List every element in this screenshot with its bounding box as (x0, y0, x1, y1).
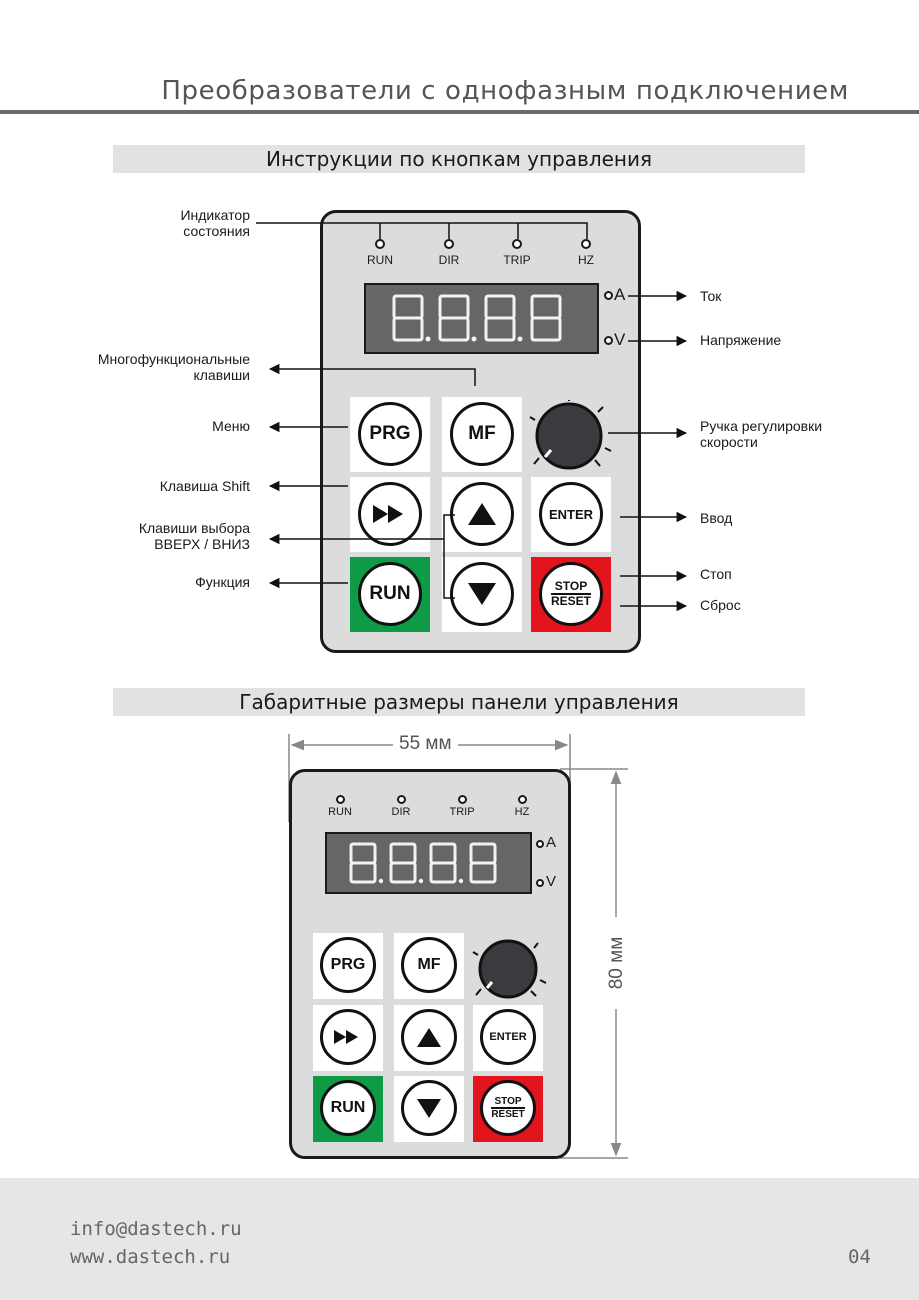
shift-key[interactable] (350, 477, 430, 552)
callout-speed-knob: Ручка регулировки скорости (700, 418, 823, 450)
reset-label: RESET (550, 594, 591, 608)
prg-key[interactable]: PRG (350, 397, 430, 472)
width-dimension-label: 55 мм (393, 733, 458, 755)
down-key[interactable] (442, 557, 522, 632)
small-reset-label: RESET (491, 1109, 525, 1120)
mf-key[interactable]: MF (442, 397, 522, 472)
small-up-key[interactable] (394, 1005, 464, 1071)
small-mf-key[interactable]: MF (394, 933, 464, 999)
unit-a-label: A (614, 285, 626, 304)
callout-multifunction-keys: Многофункциональные клавиши (97, 351, 250, 383)
footer: info@dastech.ru www.dastech.ru 04 (0, 1178, 919, 1300)
small-seven-segment-digits (349, 842, 497, 884)
title-rule (0, 110, 919, 114)
small-unit-a-indicator (536, 840, 544, 848)
page-title: Преобразователи с однофазным подключение… (161, 76, 849, 106)
small-led-run-label: RUN (328, 806, 352, 818)
small-prg-key[interactable]: PRG (313, 933, 383, 999)
small-run-key-label: RUN (320, 1080, 376, 1136)
small-mf-key-label: MF (401, 937, 457, 993)
callout-enter: Ввод (700, 510, 733, 526)
small-led-trip-indicator (458, 795, 467, 804)
led-hz-indicator (581, 239, 591, 249)
small-stop-reset-key[interactable]: STOP RESET (473, 1076, 543, 1142)
shift-double-arrow-icon (373, 505, 403, 523)
small-up-arrow-icon (417, 1027, 441, 1047)
small-down-key[interactable] (394, 1076, 464, 1142)
callout-voltage: Напряжение (700, 332, 782, 348)
mf-key-label: MF (450, 402, 514, 466)
prg-key-label: PRG (358, 402, 422, 466)
seven-segment-display (364, 283, 599, 354)
led-hz-label: HZ (578, 253, 594, 267)
callout-function: Функция (195, 574, 250, 590)
small-speed-knob[interactable] (470, 937, 550, 1001)
small-prg-key-label: PRG (320, 937, 376, 993)
stop-reset-label: STOP RESET (550, 579, 591, 608)
led-dir-label: DIR (438, 253, 460, 267)
small-seven-segment-display (325, 832, 532, 894)
led-run-indicator (375, 239, 385, 249)
small-unit-v-label: V (546, 873, 557, 890)
callout-up-down-keys: Клавиши выбора ВВЕРХ / ВНИЗ (138, 520, 250, 552)
small-shift-double-arrow-icon (334, 1030, 358, 1044)
up-arrow-icon (468, 503, 496, 525)
run-key-label: RUN (358, 562, 422, 626)
small-stop-reset-label: STOP RESET (491, 1096, 525, 1120)
speed-knob[interactable] (526, 400, 616, 472)
unit-v-indicator (604, 336, 613, 345)
dimensions-section-title: Габаритные размеры панели управления (113, 688, 805, 716)
small-led-run-indicator (336, 795, 345, 804)
up-key[interactable] (442, 477, 522, 552)
down-arrow-icon (468, 583, 496, 605)
enter-key-label: ENTER (539, 482, 603, 546)
small-unit-a-label: A (546, 834, 557, 851)
small-shift-key[interactable] (313, 1005, 383, 1071)
stop-reset-key[interactable]: STOP RESET (531, 557, 611, 632)
small-enter-key-label: ENTER (480, 1009, 536, 1065)
small-led-hz-label: HZ (514, 806, 530, 818)
enter-key[interactable]: ENTER (531, 477, 611, 552)
small-led-dir-label: DIR (391, 806, 411, 818)
page-number: 04 (848, 1246, 871, 1268)
unit-v-label: V (614, 330, 626, 349)
height-dimension-label: 80 мм (606, 917, 628, 1009)
small-led-trip-label: TRIP (449, 806, 475, 818)
footer-email[interactable]: info@dastech.ru (70, 1218, 242, 1240)
callout-shift-key: Клавиша Shift (159, 478, 250, 494)
callout-reset: Сброс (700, 597, 741, 613)
small-run-key[interactable]: RUN (313, 1076, 383, 1142)
led-trip-indicator (512, 239, 522, 249)
small-led-hz-indicator (518, 795, 527, 804)
callout-stop: Стоп (700, 566, 732, 582)
run-key[interactable]: RUN (350, 557, 430, 632)
callout-status-indicator: Индикатор состояния (180, 207, 250, 239)
seven-segment-digits (392, 294, 562, 342)
stop-label: STOP (550, 579, 591, 595)
unit-a-indicator (604, 291, 613, 300)
small-stop-label: STOP (491, 1096, 525, 1109)
led-run-label: RUN (367, 253, 393, 267)
small-down-arrow-icon (417, 1098, 441, 1118)
small-led-dir-indicator (397, 795, 406, 804)
small-unit-v-indicator (536, 879, 544, 887)
callout-current: Ток (700, 288, 722, 304)
led-dir-indicator (444, 239, 454, 249)
led-trip-label: TRIP (503, 253, 531, 267)
small-enter-key[interactable]: ENTER (473, 1005, 543, 1071)
callout-menu: Меню (212, 418, 250, 434)
footer-website[interactable]: www.dastech.ru (70, 1246, 231, 1268)
instructions-section-title: Инструкции по кнопкам управления (113, 145, 805, 173)
